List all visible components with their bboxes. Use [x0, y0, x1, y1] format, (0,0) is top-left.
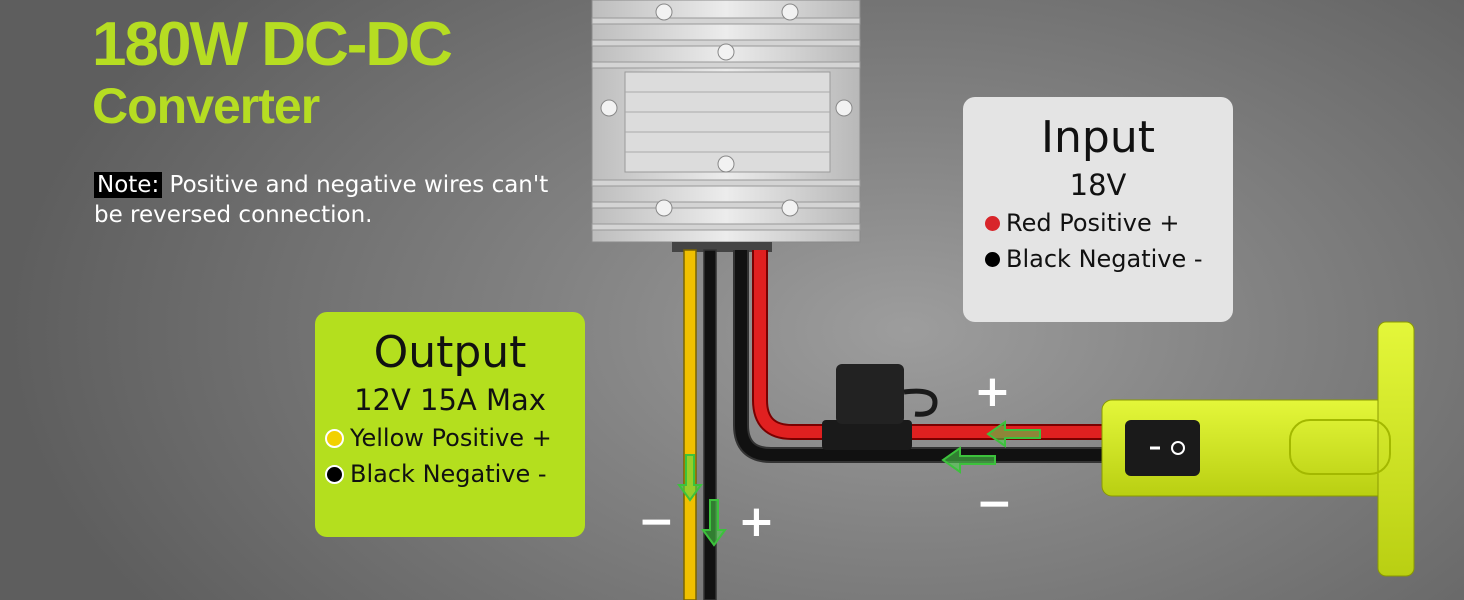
output-item-negative: Black Negative - — [315, 456, 585, 492]
note-tag: Note: — [94, 172, 163, 198]
red-dot-icon — [985, 215, 1000, 231]
output-title: Output — [373, 327, 527, 378]
black-dot-icon — [325, 464, 344, 484]
input-panel: Input 18V Red Positive + Black Negative … — [963, 97, 1233, 322]
input-negative-label: Black Negative - — [1006, 245, 1203, 273]
input-plus-sign: + — [974, 366, 1011, 417]
input-item-negative: Black Negative - — [963, 241, 1233, 277]
output-minus-sign: − — [638, 496, 675, 547]
output-voltage: 12V 15A Max — [354, 383, 546, 417]
input-voltage: 18V — [1069, 168, 1127, 202]
note-text: Note: Positive and negative wires can't … — [94, 170, 564, 230]
note-body: Positive and negative wires can't be rev… — [94, 172, 549, 228]
converter-module — [591, 0, 861, 252]
current-arrows — [677, 420, 1041, 547]
battery-adapter — [1101, 321, 1415, 577]
output-wires — [683, 249, 717, 600]
output-positive-label: Yellow Positive + — [350, 424, 552, 452]
input-positive-label: Red Positive + — [1006, 209, 1180, 237]
page-subtitle: Converter — [92, 78, 320, 134]
output-plus-sign: + — [738, 496, 775, 547]
output-negative-label: Black Negative - — [350, 460, 547, 488]
input-title: Input — [1041, 112, 1155, 163]
input-minus-sign: − — [976, 478, 1013, 529]
fuse-holder — [822, 364, 938, 450]
input-item-positive: Red Positive + — [963, 205, 1233, 241]
output-item-positive: Yellow Positive + — [315, 420, 585, 456]
page-title: 180W DC-DC — [92, 10, 453, 79]
input-wires — [733, 250, 1110, 463]
output-panel: Output 12V 15A Max Yellow Positive + Bla… — [315, 312, 585, 537]
yellow-dot-icon — [325, 428, 344, 448]
black-dot-icon — [985, 251, 1000, 267]
